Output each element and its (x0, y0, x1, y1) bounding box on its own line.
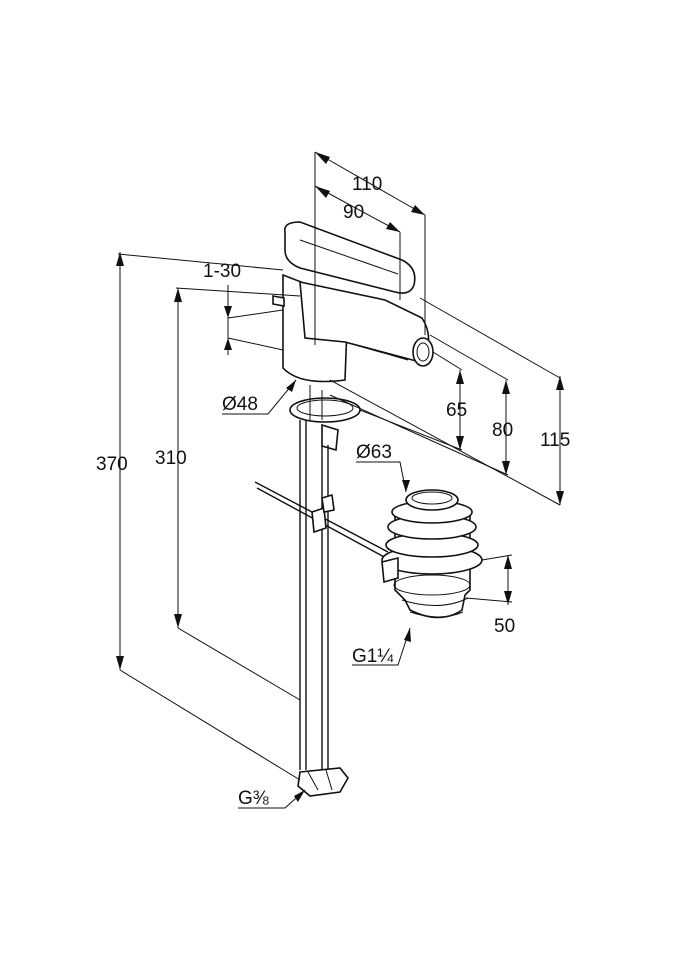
dim-height-65: 65 (446, 400, 467, 421)
dim-drain-thread: G1¼ (352, 646, 394, 667)
dim-height-310: 310 (155, 448, 187, 469)
pop-up-linkage-rod (254, 481, 389, 559)
dim-hose-thread: G⅜ (238, 788, 269, 809)
dim-width-top: 110 (352, 174, 382, 195)
hose-connector-nut (297, 767, 349, 797)
dim-drain-diameter: Ø63 (356, 442, 392, 463)
dim-height-80: 80 (492, 420, 513, 441)
dim-lever-angle: 1-30 (203, 261, 241, 282)
dim-base-diameter: Ø48 (222, 394, 258, 415)
dimension-lines (116, 151, 564, 809)
faucet-body (272, 221, 434, 452)
dim-width-spout: 90 (343, 202, 364, 223)
dim-height-370: 370 (96, 454, 128, 475)
dim-drain-height: 50 (494, 616, 515, 637)
dim-height-115: 115 (540, 430, 570, 451)
